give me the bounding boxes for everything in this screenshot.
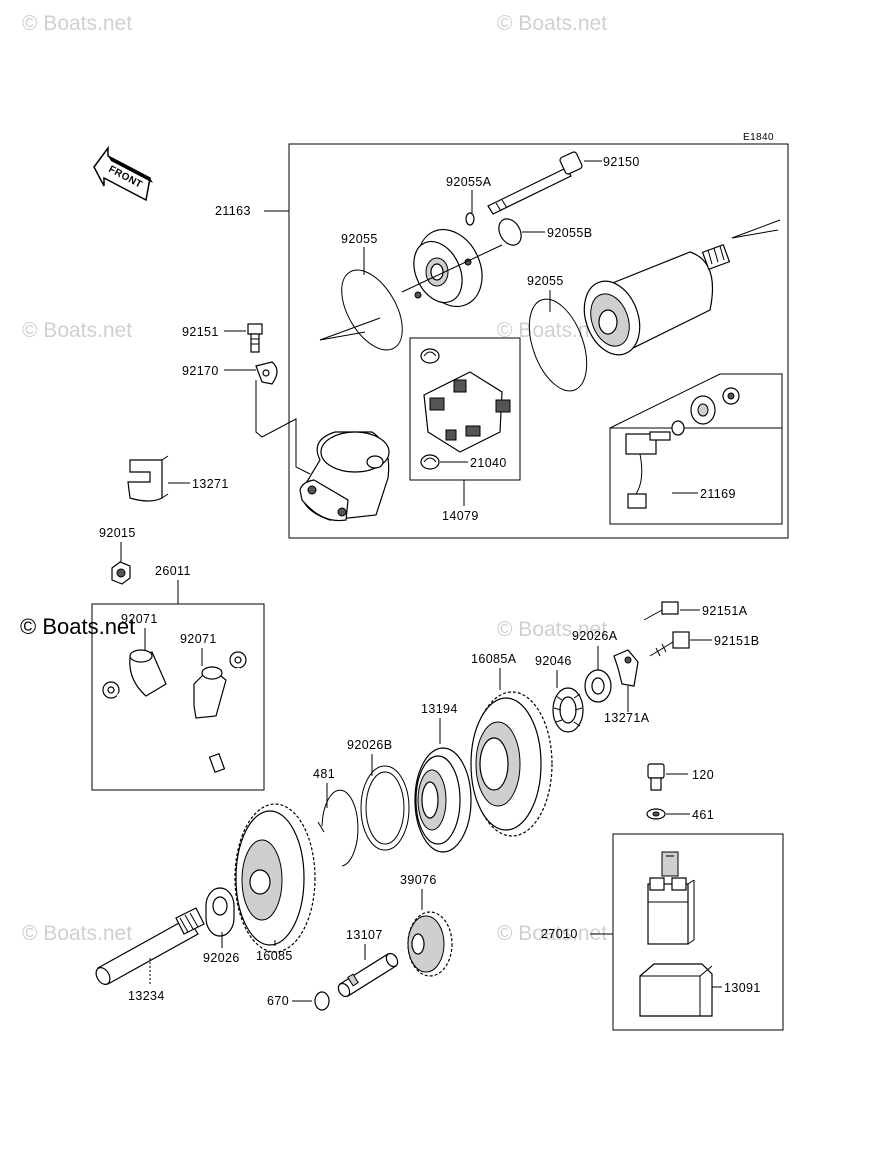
part-label-13091: 13091 <box>724 981 761 995</box>
part-label-13194: 13194 <box>421 702 458 716</box>
part-label-14079: 14079 <box>442 509 479 523</box>
part-label-92151A: 92151A <box>702 604 748 618</box>
bracket-13271A-part <box>613 649 639 687</box>
part-label-27010: 27010 <box>541 927 578 941</box>
diagram-code: E1840 <box>743 132 774 143</box>
part-label-92071-a: 92071 <box>121 612 158 626</box>
harness-box <box>91 603 265 791</box>
part-label-92151: 92151 <box>182 325 219 339</box>
part-label-92071-b: 92071 <box>180 632 217 646</box>
circlip-481-part <box>321 789 359 867</box>
front-arrow-icon: FRONT <box>93 145 153 202</box>
part-label-670: 670 <box>267 994 289 1008</box>
shim-ring-92026B-part <box>360 765 410 851</box>
watermark: © Boats.net <box>497 319 607 342</box>
part-label-92046: 92046 <box>535 654 572 668</box>
relay-cover-part <box>639 963 713 1017</box>
part-label-13234: 13234 <box>128 989 165 1003</box>
watermark: © Boats.net <box>22 922 132 945</box>
large-o-ring-right-part <box>528 298 588 392</box>
part-label-13107: 13107 <box>346 928 383 942</box>
bolt-120-part <box>647 763 665 791</box>
terminal-parts <box>625 387 740 509</box>
bracket-13271-part <box>127 455 169 502</box>
part-label-21169: 21169 <box>700 487 736 501</box>
starter-shaft-part <box>95 907 205 985</box>
part-label-92150: 92150 <box>603 155 640 169</box>
part-label-92026B: 92026B <box>347 738 393 752</box>
collar-92026-part <box>205 887 235 937</box>
watermark-prominent: © Boats.net <box>20 614 135 639</box>
bolt-92151B-part <box>649 631 690 657</box>
watermark: © Boats.net <box>22 319 132 342</box>
part-label-461: 461 <box>692 808 714 822</box>
part-label-16085: 16085 <box>256 949 293 963</box>
terminal-kit-box <box>609 427 783 525</box>
part-label-21040: 21040 <box>470 456 507 470</box>
front-cover-part <box>413 228 483 308</box>
part-label-39076: 39076 <box>400 873 437 887</box>
watermarks: © Boats.net © Boats.net © Boats.net © Bo… <box>20 12 607 945</box>
part-label-92026: 92026 <box>203 951 240 965</box>
brush-holder-part <box>423 371 511 453</box>
part-label-21163: 21163 <box>215 204 251 218</box>
part-label-92055-right: 92055 <box>527 274 564 288</box>
brush-holder-box <box>409 337 521 481</box>
part-label-92170: 92170 <box>182 364 219 378</box>
idle-shaft-part <box>337 952 399 998</box>
starter-relay-part <box>647 851 695 945</box>
part-label-92055B: 92055B <box>547 226 593 240</box>
cable-harness-part <box>102 649 247 773</box>
watermark: © Boats.net <box>497 12 607 35</box>
part-label-120: 120 <box>692 768 714 782</box>
part-label-16085A: 16085A <box>471 652 517 666</box>
watermark: © Boats.net <box>22 12 132 35</box>
o-ring-92055B-part <box>498 218 522 246</box>
part-label-481: 481 <box>313 767 335 781</box>
part-label-92026A: 92026A <box>572 629 618 643</box>
rear-cover-part <box>299 431 390 522</box>
part-label-92151B: 92151B <box>714 634 760 648</box>
starter-relay-box <box>612 833 784 1031</box>
part-label-13271: 13271 <box>192 477 229 491</box>
part-label-26011: 26011 <box>155 564 191 578</box>
brush-spring-lower-icon <box>420 454 440 470</box>
part-label-13271A: 13271A <box>604 711 650 725</box>
nut-92015-part <box>111 561 131 585</box>
part-label-92015: 92015 <box>99 526 136 540</box>
part-label-92055A: 92055A <box>446 175 492 189</box>
starter-assembly-box <box>288 143 789 539</box>
one-way-clutch-part <box>414 747 472 853</box>
large-o-ring-left-part <box>341 269 403 351</box>
small-o-ring-part <box>465 212 475 226</box>
watermark: © Boats.net <box>497 618 607 641</box>
bolt-92151A-part <box>643 601 679 621</box>
o-ring-670-part <box>314 991 330 1011</box>
part-label-92055-left: 92055 <box>341 232 378 246</box>
idle-gear-39076-part <box>407 911 453 977</box>
watermark: © Boats.net <box>497 922 607 945</box>
motor-yoke-part <box>583 244 731 356</box>
needle-bearing-part <box>552 687 584 733</box>
brush-spring-icon <box>420 348 440 364</box>
starter-gear-16085-part <box>234 803 316 953</box>
bolt-92151-part <box>247 323 263 353</box>
clamp-92170-part <box>255 361 278 385</box>
clutch-gear-16085A-part <box>470 691 553 837</box>
long-bolt-part <box>487 151 583 215</box>
